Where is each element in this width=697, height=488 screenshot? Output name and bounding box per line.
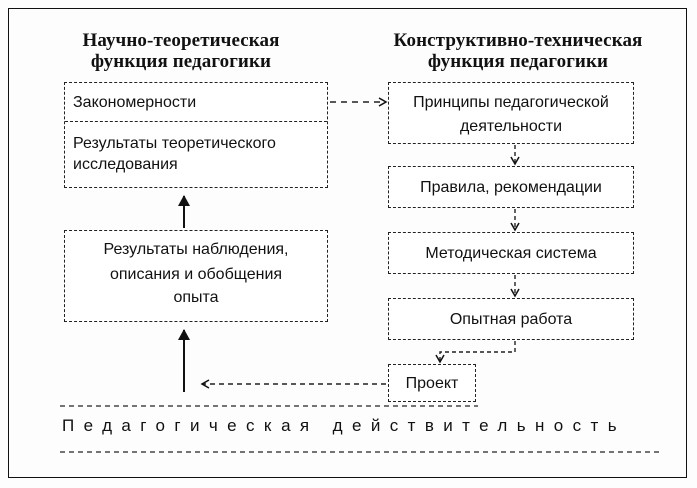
box-principles: Принципы педагогической деятельности (388, 82, 634, 144)
outer-frame (8, 8, 687, 478)
label-experimental-work: Опытная работа (449, 311, 573, 328)
label-theory-results-line2: исследования (73, 156, 178, 173)
box-project: Проект (388, 364, 476, 402)
label-laws: Закономерности (73, 94, 197, 111)
box-rules: Правила, рекомендации (388, 166, 634, 208)
box-experimental-work: Опытная работа (388, 298, 634, 340)
box-observation-results: Результаты наблюдения, описания и обобще… (64, 230, 328, 322)
label-pedagogical-reality: Педагогическая действительность (62, 416, 626, 435)
label-principles-line2: деятельности (459, 118, 563, 135)
heading-left-line2: функция педагогики (90, 51, 272, 72)
box-method-system: Методическая система (388, 232, 634, 274)
heading-left: Научно-теоретическая функция педагогики (56, 30, 306, 72)
box-laws-and-results: Закономерности Результаты теоретического… (64, 82, 328, 188)
label-observation-line1: Результаты наблюдения, (103, 241, 289, 258)
box-divider (65, 121, 327, 122)
label-rules: Правила, рекомендации (420, 179, 602, 196)
label-principles-line1: Принципы педагогической (413, 94, 609, 111)
label-theory-results-line1: Результаты теоретического (73, 135, 276, 152)
label-project: Проект (405, 375, 459, 392)
label-method-system: Методическая система (425, 245, 597, 262)
heading-right-line2: функция педагогики (427, 51, 609, 72)
label-observation-line2: описания и обобщения (109, 266, 283, 283)
heading-right: Конструктивно-техническая функция педаго… (372, 30, 664, 72)
heading-left-line1: Научно-теоретическая (82, 30, 280, 51)
label-observation-line3: опыта (173, 289, 219, 306)
arrow-experiment-to-project (435, 341, 516, 364)
heading-right-line1: Конструктивно-техническая (393, 30, 643, 51)
